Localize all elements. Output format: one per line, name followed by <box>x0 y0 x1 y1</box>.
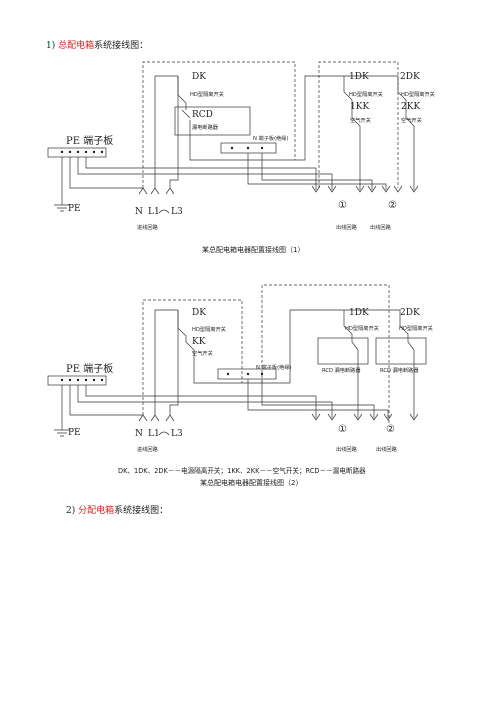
hd-switch-label-2c: HD型隔离开关 <box>399 326 433 332</box>
dashed-pe-wire-1 <box>142 61 296 188</box>
1kk-label-1: 1KK <box>350 102 370 112</box>
in-circuit-label-1: 进线回路 <box>137 225 158 231</box>
section-heading-1: 1) 总配电箱系统接线图： <box>46 38 148 51</box>
2dk-label-2: 2DK <box>400 308 420 318</box>
legend-2: DK、1DK、2DK－－电源隔离开关；1KK、2KK－－空气开关；RCD－－漏电… <box>118 467 366 475</box>
caption-1: 某总配电箱电器配置接线图（1） <box>202 246 305 254</box>
hd-switch-label-2b: HD型隔离开关 <box>345 326 379 332</box>
2kk-label-1: 2KK <box>401 102 421 112</box>
2dk-label-1: 2DK <box>400 72 420 82</box>
n-board-label-1: N 端子板(绝缘) <box>253 136 289 142</box>
rcd-label-1: RCD <box>192 110 213 120</box>
circuit-1-label-1: ① <box>338 200 347 211</box>
kk-label-2: KK <box>192 337 206 347</box>
heading-number: 1) <box>46 41 56 51</box>
air-switch-label-1b: 空气开关 <box>401 118 422 124</box>
dashed-out-wire-1 <box>318 61 399 188</box>
phase-wave-1 <box>158 209 170 214</box>
1dk-label-1: 1DK <box>349 72 369 82</box>
circuit-2-label-1: ② <box>388 200 397 211</box>
out-circuit-label-1a: 出线回路 <box>336 225 357 231</box>
wire-l-1 <box>169 76 179 188</box>
out-circuit-label-2b: 出线回路 <box>376 447 397 453</box>
l3-label-2: L3 <box>171 429 183 439</box>
switch-2dk-rcd <box>399 310 415 418</box>
phase-wave-2 <box>158 431 170 436</box>
pe-board-label-2: PE 端子板 <box>66 364 114 375</box>
air-switch-label-2: 空气开关 <box>192 351 213 357</box>
air-switch-label-1a: 空气开关 <box>350 118 371 124</box>
switch-dk-1 <box>177 94 187 104</box>
rcd-box-1 <box>174 106 251 136</box>
wire-n-1 <box>154 75 178 188</box>
hd-switch-label-1c: HD型隔离开关 <box>401 92 435 98</box>
heading-text: 系统接线图： <box>94 41 149 51</box>
n-label-2: N <box>135 429 143 439</box>
pe-terminal-board-1 <box>47 147 107 158</box>
l1-label-2: L1 <box>148 429 160 439</box>
l3-label-1: L3 <box>171 207 183 217</box>
rcd-box-2b <box>375 337 427 365</box>
pe-label-2: PE <box>68 428 81 438</box>
rcd-box-2a <box>317 337 369 365</box>
dashed-pe-wire-2 <box>142 299 243 415</box>
out-circuit-label-1b: 出线回路 <box>370 225 391 231</box>
n-label-1: N <box>135 207 143 217</box>
rcd-desc-1: 漏电断路器 <box>192 125 218 131</box>
hd-switch-label-1: HD型隔离开关 <box>190 92 224 98</box>
ground-icon-2 <box>54 429 70 437</box>
heading-link-sub-box[interactable]: 分配电箱 <box>78 506 115 516</box>
circuit-1-label-2: ① <box>338 424 347 435</box>
n-terminal-board-1 <box>220 142 277 154</box>
pe-board-label-1: PE 端子板 <box>66 136 114 147</box>
section-heading-2: 2) 分配电箱系统接线图： <box>66 503 168 516</box>
l1-label-1: L1 <box>148 207 160 217</box>
n-terminal-board-2 <box>217 368 277 380</box>
dk-label-1: DK <box>192 72 206 82</box>
hd-switch-label-1b: HD型隔离开关 <box>349 92 383 98</box>
in-circuit-label-2: 进线回路 <box>137 447 158 453</box>
caption-2: 某总配电箱电器配置接线图（2） <box>200 479 303 487</box>
hd-switch-label-2: HD型隔离开关 <box>192 327 226 333</box>
heading-number: 2) <box>66 506 76 516</box>
switch-1dk-1kk <box>343 76 361 190</box>
switch-2dk-2kk <box>397 76 415 190</box>
out-circuit-label-2a: 出线回路 <box>336 447 357 453</box>
circuit-2-label-2: ② <box>386 424 395 435</box>
rcd-label-2b: RCD 漏电断路器 <box>380 368 419 374</box>
dk-label-2: DK <box>192 308 206 318</box>
dashed-out-wire-2 <box>261 284 390 425</box>
switch-1dk-rcd <box>343 310 359 418</box>
rcd-label-2a: RCD 漏电断路器 <box>322 368 361 374</box>
pe-label-1: PE <box>68 204 81 214</box>
heading-link-master-box[interactable]: 总配电箱 <box>58 41 95 51</box>
n-board-label-2: N 端子板(绝缘) <box>256 365 292 371</box>
pe-terminal-board-2 <box>47 375 107 386</box>
heading-text: 系统接线图： <box>114 506 169 516</box>
ground-icon-1 <box>54 204 70 212</box>
1dk-label-2: 1DK <box>349 308 369 318</box>
